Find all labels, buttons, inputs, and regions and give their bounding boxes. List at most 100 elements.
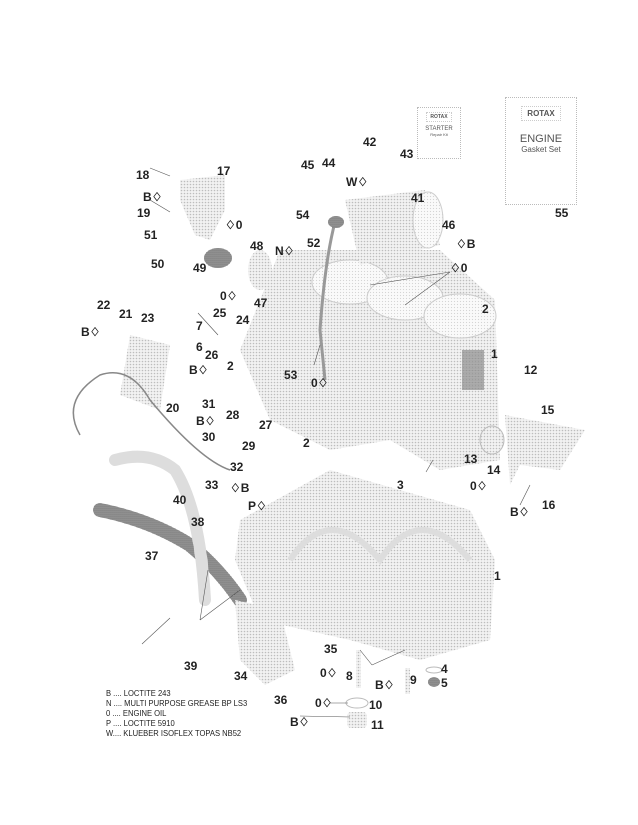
callout-45: 45	[301, 158, 315, 172]
nut-5	[428, 677, 440, 687]
callout-49: 49	[193, 261, 207, 275]
callout-5: 5	[441, 676, 448, 690]
hose-37	[93, 503, 247, 607]
callout-28: 28	[226, 408, 240, 422]
sensor-wire	[72, 372, 231, 471]
callout-31: 31	[202, 397, 216, 411]
legend-item-w: W.... KLUEBER ISOFLEX TOPAS NB52	[106, 729, 242, 738]
plug-11	[347, 712, 367, 728]
callout-2: 2	[227, 359, 234, 373]
callout-15: 15	[541, 403, 555, 417]
callout-11: 11	[371, 718, 384, 732]
callout-29: 29	[242, 439, 256, 453]
callout-51: 51	[144, 228, 158, 242]
callout-53: 53	[284, 368, 298, 382]
lubricant-mark-engine-oil: 0♢	[315, 696, 333, 710]
o-ring-10	[345, 697, 369, 709]
lubricant-mark-engine-oil: ♢0	[450, 261, 468, 275]
callout-55: 55	[555, 206, 569, 220]
cap-14	[479, 425, 505, 455]
callout-47: 47	[254, 296, 268, 310]
callout-39: 39	[184, 659, 198, 673]
lubricant-mark-engine-oil: 0♢	[320, 666, 338, 680]
lubricant-mark-engine-oil: 0♢	[470, 479, 488, 493]
callout-46: 46	[442, 218, 456, 232]
callout-25: 25	[213, 306, 227, 320]
lubricant-mark-loctite-243: ♢B	[456, 237, 476, 251]
callout-32: 32	[230, 460, 244, 474]
callout-24: 24	[236, 313, 250, 327]
callout-35: 35	[324, 642, 338, 656]
starter-repair-kit: ROTAX STARTER Repair Kit	[417, 107, 461, 159]
callout-27: 27	[259, 418, 273, 432]
bracket	[120, 335, 170, 410]
kit-brand: ROTAX	[426, 112, 452, 122]
legend-item-o: 0 .... ENGINE OIL	[106, 709, 167, 718]
callout-36: 36	[274, 693, 288, 707]
kit-brand: ROTAX	[521, 106, 561, 121]
legend-item-n: N .... MULTI PURPOSE GREASE BP LS3	[106, 699, 248, 708]
callout-38: 38	[191, 515, 205, 529]
callout-34: 34	[234, 669, 248, 683]
callout-2: 2	[303, 436, 310, 450]
lubricant-mark-engine-oil: ♢0	[225, 218, 243, 232]
callout-20: 20	[166, 401, 180, 415]
lubricant-mark-loctite-243: B♢	[189, 363, 209, 377]
leader-lines	[141, 167, 531, 718]
hose-38	[109, 450, 211, 606]
impeller	[248, 250, 272, 290]
callout-1: 1	[491, 347, 498, 361]
lower-crankcase	[235, 470, 495, 660]
bolt-9	[405, 668, 410, 694]
lubricant-mark-loctite-243: ♢B	[230, 481, 250, 495]
callout-30: 30	[202, 430, 216, 444]
lubricant-mark-klueber: W♢	[346, 175, 369, 189]
lubricant-mark-loctite-243: B♢	[290, 715, 310, 729]
callout-41: 41	[411, 191, 425, 205]
lubricant-mark-loctite-5910: P♢	[248, 499, 267, 513]
washer-4	[425, 666, 443, 674]
lubricant-mark-engine-oil: 0♢	[220, 289, 238, 303]
callout-13: 13	[464, 452, 478, 466]
callout-7: 7	[196, 319, 203, 333]
callout-17: 17	[217, 164, 231, 178]
engine-gasket-set: ROTAX ENGINE Gasket Set	[505, 97, 577, 205]
kit-subtitle: Gasket Set	[521, 145, 561, 154]
callout-23: 23	[141, 311, 155, 325]
mount-bracket-15	[505, 415, 585, 485]
callout-52: 52	[307, 236, 321, 250]
water-pump-housing	[180, 175, 225, 240]
legend-item-p: P .... LOCTITE 5910	[106, 719, 175, 728]
callout-42: 42	[363, 135, 377, 149]
upper-crankcase-cylinder	[240, 250, 500, 470]
callout-2: 2	[482, 302, 489, 316]
lubricant-mark-loctite-243: B♢	[143, 190, 163, 204]
callout-22: 22	[97, 298, 111, 312]
cover-34	[235, 600, 295, 685]
callout-12: 12	[524, 363, 538, 377]
lubricant-mark-grease: N♢	[275, 244, 295, 258]
callout-26: 26	[205, 348, 219, 362]
kit-title: ENGINE	[519, 133, 563, 145]
callout-54: 54	[296, 208, 310, 222]
callout-6: 6	[196, 340, 203, 354]
lubricant-mark-loctite-243: B♢	[510, 505, 530, 519]
dipstick-tube	[318, 221, 337, 381]
lubricant-legend: B .... LOCTITE 243 N .... MULTI PURPOSE …	[106, 689, 247, 739]
callout-50: 50	[151, 257, 165, 271]
callout-14: 14	[487, 463, 501, 477]
lubricant-mark-loctite-243: B♢	[81, 325, 101, 339]
kit-title: STARTER	[425, 126, 453, 132]
callout-16: 16	[542, 498, 556, 512]
legend-item-b: B .... LOCTITE 243	[106, 689, 171, 698]
dipstick-cap	[328, 216, 344, 228]
callout-8: 8	[346, 669, 353, 683]
callout-1: 1	[494, 569, 501, 583]
bolt-8	[356, 650, 361, 688]
callout-4: 4	[441, 662, 448, 676]
callout-10: 10	[369, 698, 383, 712]
callout-43: 43	[400, 147, 414, 161]
callout-40: 40	[173, 493, 187, 507]
